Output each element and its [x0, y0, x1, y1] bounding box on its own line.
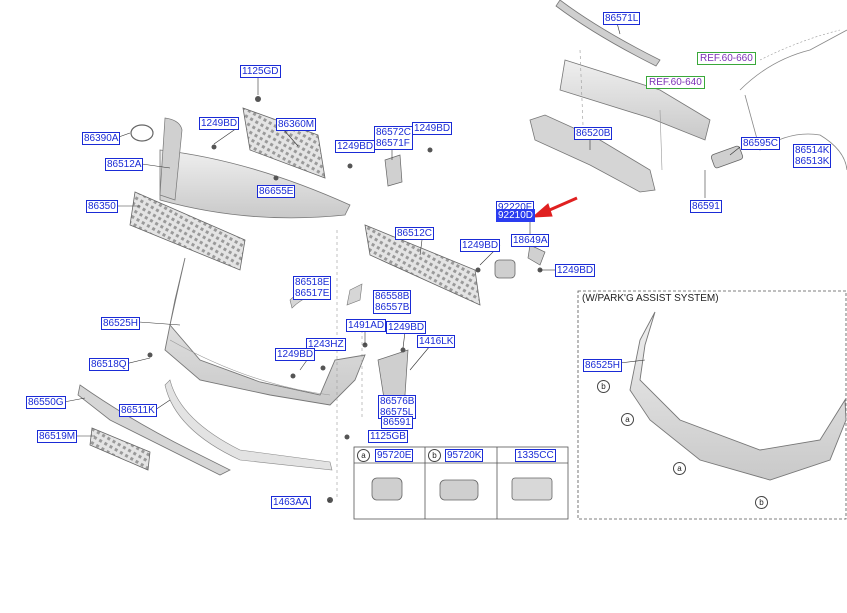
part-label-1491AD[interactable]: 1491AD	[346, 319, 387, 332]
center-grille-part	[364, 224, 481, 306]
legend-mark-a: a	[357, 449, 370, 462]
bumper-cover-part	[164, 257, 366, 406]
part-label-86595C[interactable]: 86595C	[741, 137, 781, 150]
back-beam-part	[559, 59, 711, 141]
inset-mark-a: a	[673, 462, 686, 475]
part-label-86525H-inset[interactable]: 86525H	[583, 359, 623, 372]
inset-title: (W/PARK'G ASSIST SYSTEM)	[582, 293, 719, 304]
part-label-1249BD[interactable]: 1249BD	[199, 117, 240, 130]
part-label-86360M[interactable]: 86360M	[276, 118, 317, 131]
part-label-86591[interactable]: 86591	[381, 416, 413, 429]
lower-grille-part	[129, 191, 246, 271]
part-label-86591[interactable]: 86591	[690, 200, 722, 213]
side-sensor-part	[710, 145, 744, 169]
part-label-86525H[interactable]: 86525H	[101, 317, 141, 330]
part-label-1249BD[interactable]: 1249BD	[335, 140, 376, 153]
part-label-86512A[interactable]: 86512A	[105, 158, 144, 171]
part-label-86519M[interactable]: 86519M	[37, 430, 78, 443]
highlight-arrow	[531, 196, 578, 218]
part-label-1463AA[interactable]: 1463AA	[271, 496, 311, 509]
part-label-1249BD[interactable]: 1249BD	[412, 122, 453, 135]
part-label-1249BD[interactable]: 1249BD	[460, 239, 501, 252]
part-label-86520B[interactable]: 86520B	[574, 127, 613, 140]
inset-mark-a: a	[621, 413, 634, 426]
part-label-1249BD[interactable]: 1249BD	[555, 264, 596, 277]
emblem-part	[130, 124, 154, 142]
part-label-86390A[interactable]: 86390A	[82, 132, 121, 145]
fog-lamp-part	[494, 259, 516, 279]
part-label-1416LK[interactable]: 1416LK	[417, 335, 456, 348]
ref-label-60-640[interactable]: REF.60-640	[646, 76, 705, 89]
skid-plate-part	[89, 427, 151, 471]
legend-mark-b: b	[428, 449, 441, 462]
part-label-1249BD[interactable]: 1249BD	[386, 321, 427, 334]
part-label-86550G[interactable]: 86550G	[26, 396, 66, 409]
beam-strip-part	[555, 0, 661, 67]
part-label-1243HZ[interactable]: 1243HZ	[306, 338, 346, 351]
part-label-86655E[interactable]: 86655E	[257, 185, 296, 198]
part-label-86512C[interactable]: 86512C	[395, 227, 435, 240]
absorber-part	[529, 114, 656, 193]
part-label-86511K[interactable]: 86511K	[119, 404, 157, 417]
legend-part-95720K[interactable]: 95720K	[445, 449, 484, 462]
sensor-a-image	[371, 477, 403, 501]
front-garnish-part	[159, 149, 351, 219]
inset-mark-b: b	[597, 380, 610, 393]
part-label-86518Q[interactable]: 86518Q	[89, 358, 129, 371]
inset-bumper-part	[629, 311, 847, 481]
part-label-1125GB[interactable]: 1125GB	[368, 430, 408, 443]
part-label-86571L[interactable]: 86571L	[603, 12, 641, 25]
part-label-1249BD[interactable]: 1249BD	[275, 348, 316, 361]
inset-box	[577, 290, 847, 520]
part-label-18649A[interactable]: 18649A	[511, 234, 550, 247]
ref-label-60-660[interactable]: REF.60-660	[697, 52, 756, 65]
clip-image	[511, 477, 553, 501]
part-label-92210D-highlighted[interactable]: 92210D	[496, 209, 536, 222]
legend-part-95720E[interactable]: 95720E	[375, 449, 414, 462]
inset-mark-b: b	[755, 496, 768, 509]
part-label-86350[interactable]: 86350	[86, 200, 118, 213]
sensor-b-image	[439, 479, 479, 501]
legend-part-1335CC[interactable]: 1335CC	[515, 449, 556, 462]
lower-lip-part	[77, 384, 231, 476]
part-label-1125GD[interactable]: 1125GD	[240, 65, 281, 78]
